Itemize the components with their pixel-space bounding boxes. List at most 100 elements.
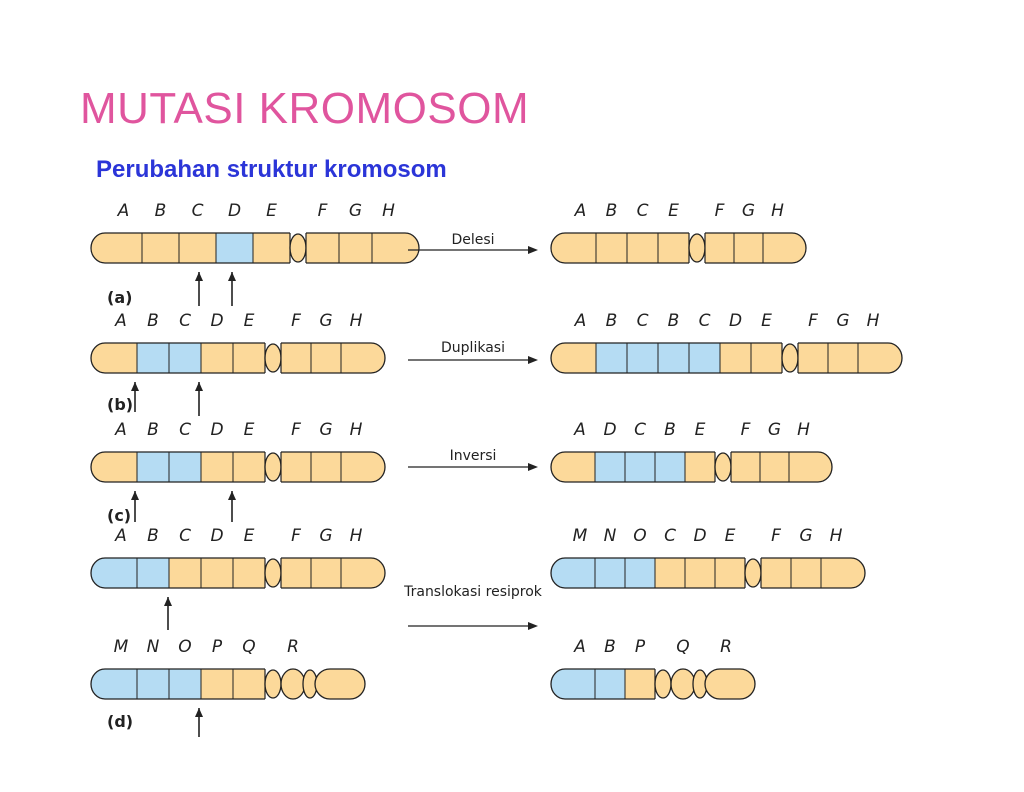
chromosome-segment [565,452,595,482]
chromosome-segment [105,558,137,588]
chromosome-segment [685,452,715,482]
chromosome-segment [689,343,720,373]
chromosome-segment [658,233,689,263]
chromosome-segment [311,343,341,373]
gene-label: A [573,637,586,657]
chromosome-end-cap [90,557,106,589]
chromosome-segment [565,558,595,588]
gene-label: A [574,201,587,221]
gene-label: C [637,311,649,331]
gene-label: E [244,526,255,546]
chromosome-end-cap [817,451,833,483]
gene-label: D [210,420,223,440]
chromosome-segment [201,452,233,482]
gene-label: C [179,420,191,440]
gene-label: G [836,311,849,331]
gene-label: D [729,311,742,331]
chromosome-segment [233,452,265,482]
chromosome-segment [105,669,137,699]
centromere [654,669,672,699]
chromosome-segment [311,452,341,482]
gene-label: C [179,311,191,331]
page-title: MUTASI KROMOSOM [80,84,530,133]
gene-label: N [147,637,160,657]
arrow-head [528,622,538,630]
chromosome-segment [704,668,756,700]
gene-label: D [603,420,616,440]
centromere [781,343,799,373]
breakpoint-arrow-head [131,491,139,500]
chromosome-segment [339,233,372,263]
gene-label: M [573,526,588,546]
centromere [289,233,307,263]
gene-label: D [228,201,241,221]
chromosome-end-cap [90,668,106,700]
chromosome-segment [201,558,233,588]
gene-label: E [244,311,255,331]
chromosome-segment [281,343,311,373]
chromosome-segment [201,343,233,373]
chromosome-end-cap [90,232,106,264]
chromosome-segment [798,343,828,373]
chromosome-segment [142,233,179,263]
chromosome-segment [595,669,625,699]
page-subtitle: Perubahan struktur kromosom [96,156,447,183]
chromosome-segment [655,558,685,588]
chromosome-segment [763,233,792,263]
chromosome-segment [311,558,341,588]
chromosome-segment [595,558,625,588]
chromosome-segment [169,343,201,373]
chromosome-segment [233,669,265,699]
gene-label: C [179,526,191,546]
gene-label: C [699,311,711,331]
gene-label: F [715,201,725,221]
gene-label: P [635,637,646,657]
chromosome-segment [625,452,655,482]
chromosome-end-cap [550,451,566,483]
gene-label: O [633,526,646,546]
breakpoint-arrow-head [195,708,203,717]
chromosome-segment [627,343,658,373]
chromosome-segment [179,233,216,263]
chromosome-segment [169,452,201,482]
gene-label: E [266,201,277,221]
gene-label: R [720,637,732,657]
arrow-head [528,246,538,254]
gene-label: F [741,420,751,440]
chromosome-segment [761,558,791,588]
gene-label: G [319,420,332,440]
breakpoint-arrow-head [131,382,139,391]
centromere [264,669,282,699]
centromere [714,452,732,482]
gene-label: G [742,201,755,221]
centromere [264,343,282,373]
gene-label: G [768,420,781,440]
chromosome-segment [216,233,253,263]
chromosome-segment [341,452,371,482]
chromosome-segment [169,669,201,699]
chromosome-segment [137,452,169,482]
centromere [264,452,282,482]
breakpoint-arrow-head [195,272,203,281]
gene-label: B [147,526,159,546]
label-translokasi: Translokasi resiprok [403,584,543,600]
gene-label: E [244,420,255,440]
gene-label: B [664,420,676,440]
gene-label: F [291,311,301,331]
chromosome-segment [372,233,405,263]
gene-label: F [808,311,818,331]
gene-label: H [350,526,363,546]
gene-label: B [155,201,167,221]
label-duplikasi: Duplikasi [441,340,505,356]
gene-label: H [771,201,784,221]
gene-label: A [114,420,127,440]
gene-label: B [606,311,618,331]
panel-label: (d) [107,712,133,731]
gene-label: C [664,526,676,546]
chromosome-segment [137,343,169,373]
panel-label: (a) [107,288,132,307]
gene-label: H [350,311,363,331]
gene-label: E [761,311,772,331]
chromosome-segment [281,558,311,588]
chromosome-end-cap [550,557,566,589]
